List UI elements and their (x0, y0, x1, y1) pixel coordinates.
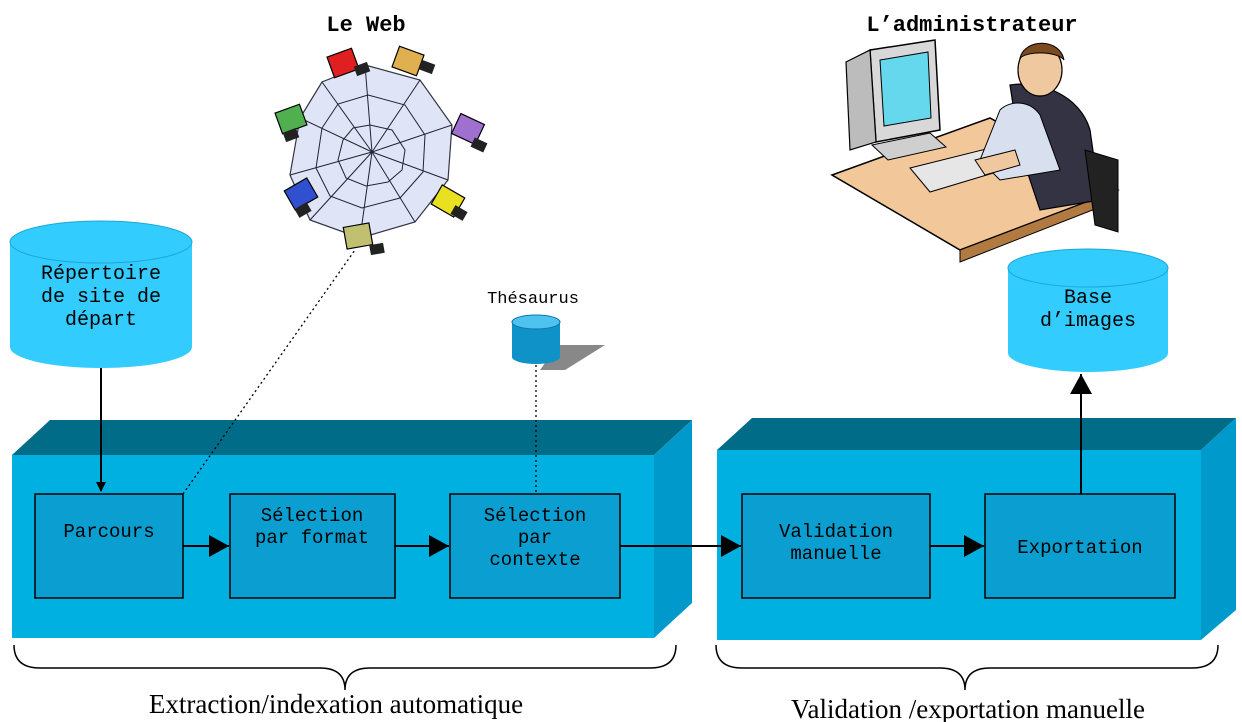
selection-contexte-line2: par (518, 527, 552, 549)
web-network-icon (274, 45, 488, 256)
exportation-label: Exportation (1017, 537, 1142, 559)
repository-label-line2: de site de (41, 286, 161, 309)
repository-label-line3: départ (65, 309, 137, 332)
selection-contexte-line1: Sélection (484, 505, 587, 527)
validation-brace (715, 644, 1219, 691)
thesaurus-label: Thésaurus (487, 290, 579, 309)
selection-contexte-line3: contexte (489, 549, 580, 571)
selection-format-box: Sélection par format (229, 493, 396, 599)
repository-database: Répertoire de site de départ (9, 220, 193, 368)
validation-caption: Validation /exportation manuelle (791, 694, 1145, 722)
validation-line2: manuelle (790, 543, 881, 565)
selection-contexte-box: Sélection par contexte (449, 493, 621, 599)
exportation-box: Exportation (984, 493, 1176, 599)
images-database: Base d’images (1007, 248, 1169, 372)
extraction-caption: Extraction/indexation automatique (149, 689, 523, 719)
validation-box: Validation manuelle (741, 493, 931, 599)
images-db-label-line2: d’images (1040, 310, 1136, 333)
thesaurus-database: Thésaurus (487, 290, 605, 370)
extraction-brace (13, 644, 677, 691)
administrator-icon (830, 39, 1120, 263)
web-title: Le Web (326, 13, 405, 38)
selection-format-line1: Sélection (261, 505, 364, 527)
images-db-label-line1: Base (1064, 287, 1112, 310)
validation-line1: Validation (779, 521, 893, 543)
repository-label-line1: Répertoire (41, 263, 161, 286)
admin-title: L’administrateur (866, 13, 1077, 38)
selection-format-line2: par format (255, 527, 369, 549)
parcours-box: Parcours (34, 493, 184, 599)
parcours-label: Parcours (63, 521, 154, 543)
